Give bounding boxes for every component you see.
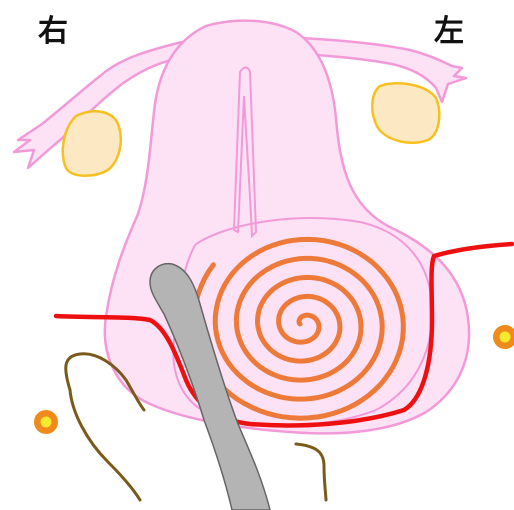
- sun-dot-icon: [493, 325, 514, 349]
- right-ovary: [63, 111, 121, 175]
- sun-dot-icon: [34, 410, 58, 434]
- brown-outline-right: [296, 444, 326, 500]
- uterus-body: [105, 21, 469, 434]
- label-left: 左: [434, 14, 464, 50]
- left-ovary: [372, 83, 439, 142]
- brown-outline-lower: [70, 390, 140, 500]
- label-right: 右: [38, 14, 68, 50]
